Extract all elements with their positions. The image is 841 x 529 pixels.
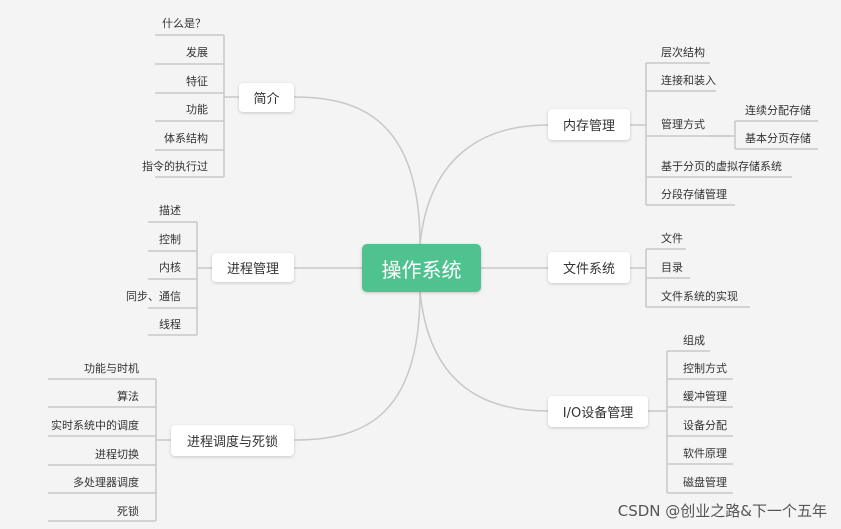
- branch-scheduling-deadlock[interactable]: 进程调度与死锁: [171, 425, 294, 456]
- leaf-io-buffer[interactable]: 缓冲管理: [683, 390, 727, 403]
- leaf-fs-implementation[interactable]: 文件系统的实现: [661, 290, 738, 303]
- leaf-io-control[interactable]: 控制方式: [683, 362, 727, 375]
- leaf-memory-paging-virtual[interactable]: 基于分页的虚拟存储系统: [661, 160, 782, 173]
- branch-file-system[interactable]: 文件系统: [548, 252, 630, 283]
- connector-root-schedule: [293, 291, 421, 441]
- leaf-schedule-algorithm[interactable]: 算法: [117, 390, 139, 403]
- branch-io-management[interactable]: I/O设备管理: [548, 396, 648, 427]
- leaf-schedule-multiprocessor[interactable]: 多处理器调度: [73, 476, 139, 489]
- branch-memory-management[interactable]: 内存管理: [548, 109, 630, 140]
- leaf-memory-hierarchy[interactable]: 层次结构: [661, 46, 705, 59]
- leaf-intro-instruction[interactable]: 指令的执行过: [142, 160, 208, 173]
- leaf-memory-methods[interactable]: 管理方式: [661, 118, 705, 131]
- leaf-process-kernel[interactable]: 内核: [159, 261, 181, 274]
- root-node[interactable]: 操作系统: [362, 244, 481, 292]
- leaf-io-composition[interactable]: 组成: [683, 334, 705, 347]
- connector-root-intro: [293, 96, 421, 245]
- leaf-memory-linking[interactable]: 连接和装入: [661, 74, 716, 87]
- leaf-schedule-switch[interactable]: 进程切换: [95, 448, 139, 461]
- leaf-fs-file[interactable]: 文件: [661, 232, 683, 245]
- leaf-intro-what[interactable]: 什么是？: [162, 17, 206, 30]
- leaf-process-control[interactable]: 控制: [159, 233, 181, 246]
- leaf-fs-directory[interactable]: 目录: [661, 261, 683, 274]
- leaf-intro-features[interactable]: 特征: [186, 75, 208, 88]
- leaf-schedule-deadlock[interactable]: 死锁: [117, 505, 139, 518]
- leaf-io-allocation[interactable]: 设备分配: [683, 419, 727, 432]
- leaf-process-sync[interactable]: 同步、通信: [126, 290, 181, 303]
- leaf-intro-functions[interactable]: 功能: [186, 103, 208, 116]
- leaf-io-software[interactable]: 软件原理: [683, 447, 727, 460]
- leaf-memory-basic-paging[interactable]: 基本分页存储: [745, 132, 811, 145]
- leaf-schedule-realtime[interactable]: 实时系统中的调度: [51, 419, 139, 432]
- leaf-schedule-timing[interactable]: 功能与时机: [84, 362, 139, 375]
- leaf-memory-segmentation[interactable]: 分段存储管理: [661, 188, 727, 201]
- leaf-process-description[interactable]: 描述: [159, 204, 181, 217]
- branch-process-management[interactable]: 进程管理: [212, 253, 294, 282]
- leaf-process-thread[interactable]: 线程: [159, 318, 181, 331]
- leaf-intro-development[interactable]: 发展: [186, 46, 208, 59]
- watermark: CSDN @创业之路&下一个五年: [617, 502, 827, 520]
- connector-root-io: [419, 291, 549, 412]
- leaf-intro-architecture[interactable]: 体系结构: [164, 132, 208, 145]
- connector-root-memory: [419, 124, 549, 245]
- branch-intro[interactable]: 简介: [239, 83, 294, 112]
- leaf-io-disk[interactable]: 磁盘管理: [683, 476, 727, 489]
- leaf-memory-contiguous[interactable]: 连续分配存储: [745, 104, 811, 117]
